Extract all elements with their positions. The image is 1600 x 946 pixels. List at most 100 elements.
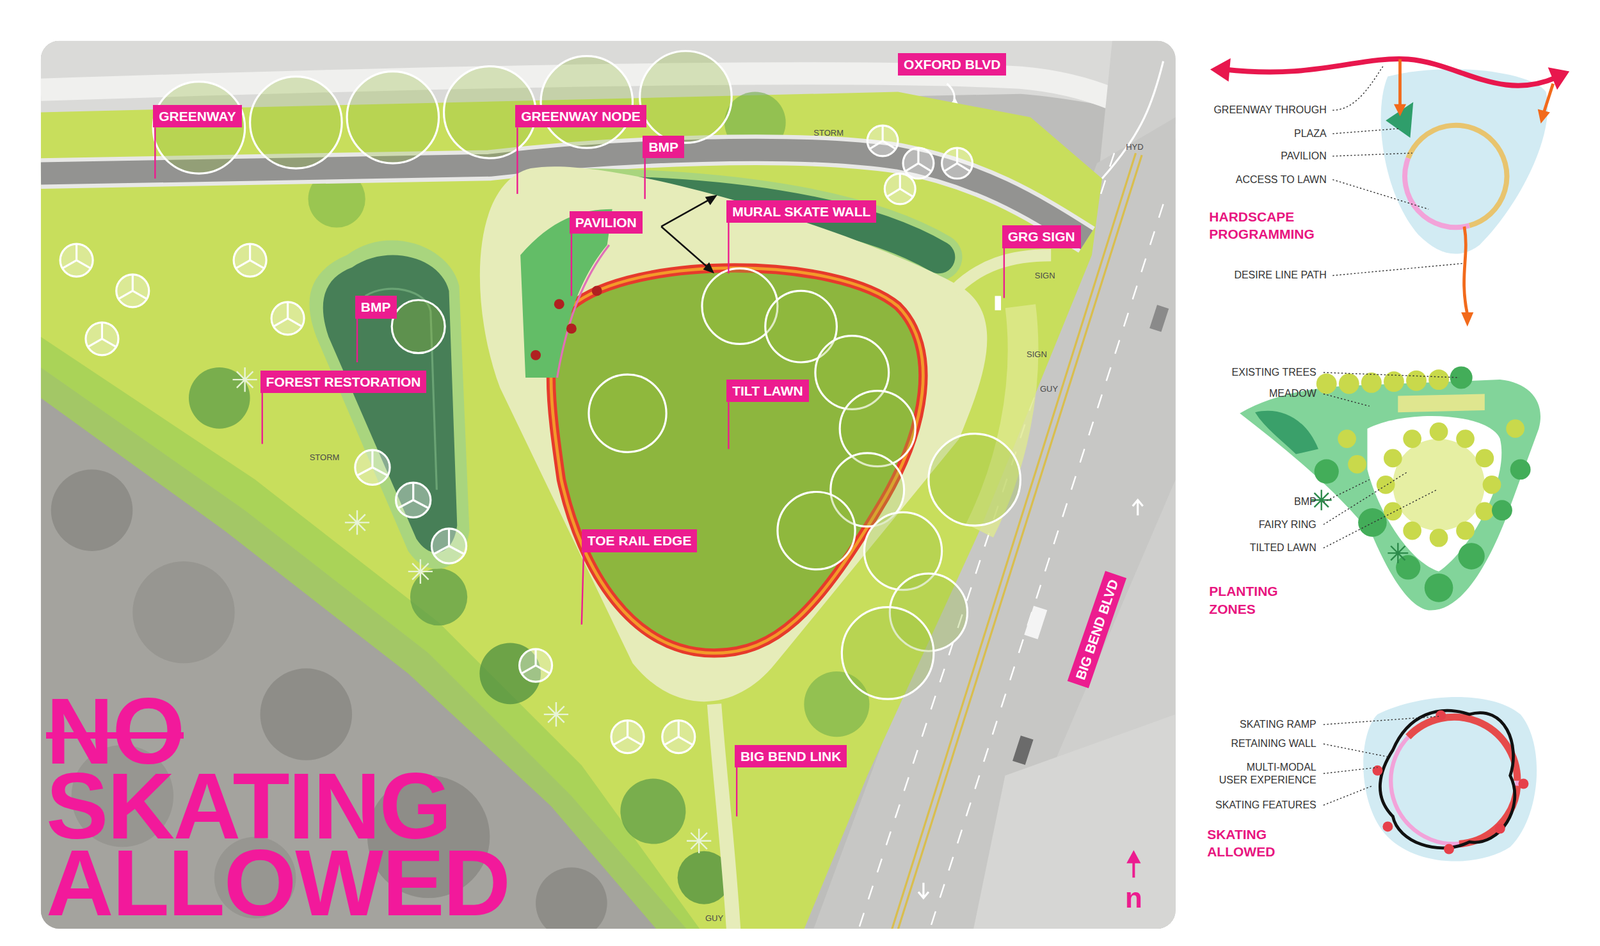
planting-diagram-part-part <box>1337 429 1357 448</box>
basemap-note: GUY <box>1040 384 1058 394</box>
skating-diagram-part <box>1390 717 1518 845</box>
panel-leader-lines-part <box>1323 767 1378 774</box>
callout-leaders-part <box>261 392 264 445</box>
planting-diagram-part-part <box>1428 369 1449 390</box>
callout-text: OXFORD BLVD <box>903 56 1001 72</box>
tree-symbols-part-part <box>903 147 934 179</box>
skating-diagram-part-part <box>1443 844 1455 855</box>
hardscape-diagram-part <box>1393 104 1407 117</box>
panel-label: RETAINING WALL <box>1230 737 1316 751</box>
tree-canopy-circles-part <box>777 491 856 569</box>
tree-symbols-part-part <box>519 648 553 682</box>
planting-diagram-part-part <box>1505 419 1525 438</box>
callout-leaders <box>154 127 1005 816</box>
aerial-base-part <box>969 714 1176 929</box>
tree-symbols-part <box>611 720 644 754</box>
callout-tag: OXFORD BLVD <box>897 53 1007 76</box>
callout-tag: BMP <box>355 295 397 319</box>
tree-symbols-part-part <box>867 125 898 157</box>
callout-text: MURAL SKATE WALL <box>732 204 871 219</box>
panel-label: PAVILION <box>1280 149 1327 163</box>
tree-symbols-part-part <box>118 274 148 299</box>
callout-tag: FOREST RESTORATION <box>260 370 427 393</box>
tree-symbols-part <box>903 147 934 179</box>
panel-leader-lines <box>1323 65 1465 806</box>
shrub-stars-part <box>686 828 712 854</box>
site-lawn-part <box>714 704 735 929</box>
panel-leader-lines-part <box>1332 65 1384 111</box>
tree-canopy-circles-part <box>588 374 667 452</box>
tree-symbols-part-part <box>664 720 694 745</box>
panel-leader-lines-part <box>1323 479 1370 502</box>
skating-diagram-part-part <box>1518 778 1529 790</box>
site-lawn-part <box>551 268 923 654</box>
panel-label: MEADOW <box>1269 387 1317 400</box>
callout-tag: BIG BEND LINK <box>734 744 848 768</box>
skating-diagram-part-part <box>1372 765 1383 776</box>
basemap-note: HYD <box>1125 142 1144 152</box>
hardscape-diagram-part <box>1381 69 1549 254</box>
tree-symbols-part <box>85 322 119 356</box>
site-lawn-part <box>554 298 565 310</box>
tree-symbols-part <box>884 173 916 205</box>
north-letter: n <box>1125 882 1143 914</box>
tree-symbols-part-part <box>60 243 93 277</box>
panel-label: SKATING FEATURES <box>1215 798 1317 812</box>
skating-diagram-part <box>1372 710 1529 855</box>
skating-diagram-part <box>1459 785 1518 845</box>
planting-diagram-part-part <box>1402 521 1422 541</box>
planting-diagram-part-part <box>1429 422 1449 441</box>
callout-leaders-part <box>736 767 738 817</box>
panel-heading: SKATING ALLOWED <box>1207 825 1283 861</box>
tree-symbols-part <box>233 243 267 277</box>
panel-heading: HARDSCAPE PROGRAMMING <box>1208 208 1320 244</box>
planting-diagram-part <box>1314 366 1531 602</box>
aerial-base-part <box>918 882 929 898</box>
tree-canopy-circles-part <box>540 56 633 148</box>
panel-label: BMP <box>1294 495 1317 509</box>
tree-symbols-part-part <box>884 173 916 205</box>
tree-symbols-part-part <box>273 302 303 327</box>
tree-symbols-part-part <box>904 147 932 172</box>
tree-symbols-part <box>355 449 390 485</box>
panel-label: ACCESS TO LAWN <box>1235 173 1327 187</box>
tree-symbols-part <box>60 243 93 277</box>
site-lawn-part <box>410 568 468 626</box>
planting-diagram-part <box>1397 393 1485 413</box>
callout-leaders-part <box>727 401 729 449</box>
callout-tag: GREENWAY <box>152 104 242 128</box>
panel-leader-lines-part <box>1332 152 1412 157</box>
hardscape-diagram-part <box>1537 109 1551 124</box>
planting-diagram <box>1239 366 1541 610</box>
basemap-note: STORM <box>309 452 340 463</box>
callout-text: TOE RAIL EDGE <box>587 533 692 548</box>
tree-symbols-part <box>396 482 431 518</box>
aerial-base-part <box>1149 304 1169 332</box>
planting-diagram-part-part <box>1347 455 1367 474</box>
site-lawn-part <box>520 209 612 378</box>
pointer-arrowheads <box>703 195 718 274</box>
skating-diagram <box>1363 696 1537 861</box>
panel-leader-lines-part <box>1323 785 1373 806</box>
aerial-base-part <box>1132 499 1144 516</box>
panel-label: PLAZA <box>1294 127 1327 141</box>
callout-tag: MURAL SKATE WALL <box>726 200 877 223</box>
site-lawn-part <box>530 350 541 361</box>
planting-diagram-part-part <box>1482 475 1502 495</box>
tree-symbols-part-part <box>431 528 466 564</box>
callout-tag: GRG SIGN <box>1002 225 1081 248</box>
site-lawn-part <box>995 295 1002 310</box>
panel-leader-lines-part <box>1323 489 1437 548</box>
tree-canopy-circles-part <box>152 81 245 174</box>
callout-leaders-part <box>727 222 729 274</box>
planting-diagram-part-part <box>1475 501 1494 521</box>
callout-tag: BMP <box>642 135 685 159</box>
planting-diagram-part-part <box>1429 528 1449 548</box>
pointer-arrows-part <box>661 197 715 227</box>
panel-label: SKATING RAMP <box>1239 718 1317 731</box>
planting-diagram-part-part <box>1395 554 1421 580</box>
tree-symbols-part <box>867 125 898 157</box>
panel-label: MULTI-MODAL USER EXPERIENCE <box>1216 760 1317 787</box>
callout-tag: BIG BEND BLVD <box>1067 570 1128 689</box>
skating-diagram-part-part <box>1382 821 1393 832</box>
